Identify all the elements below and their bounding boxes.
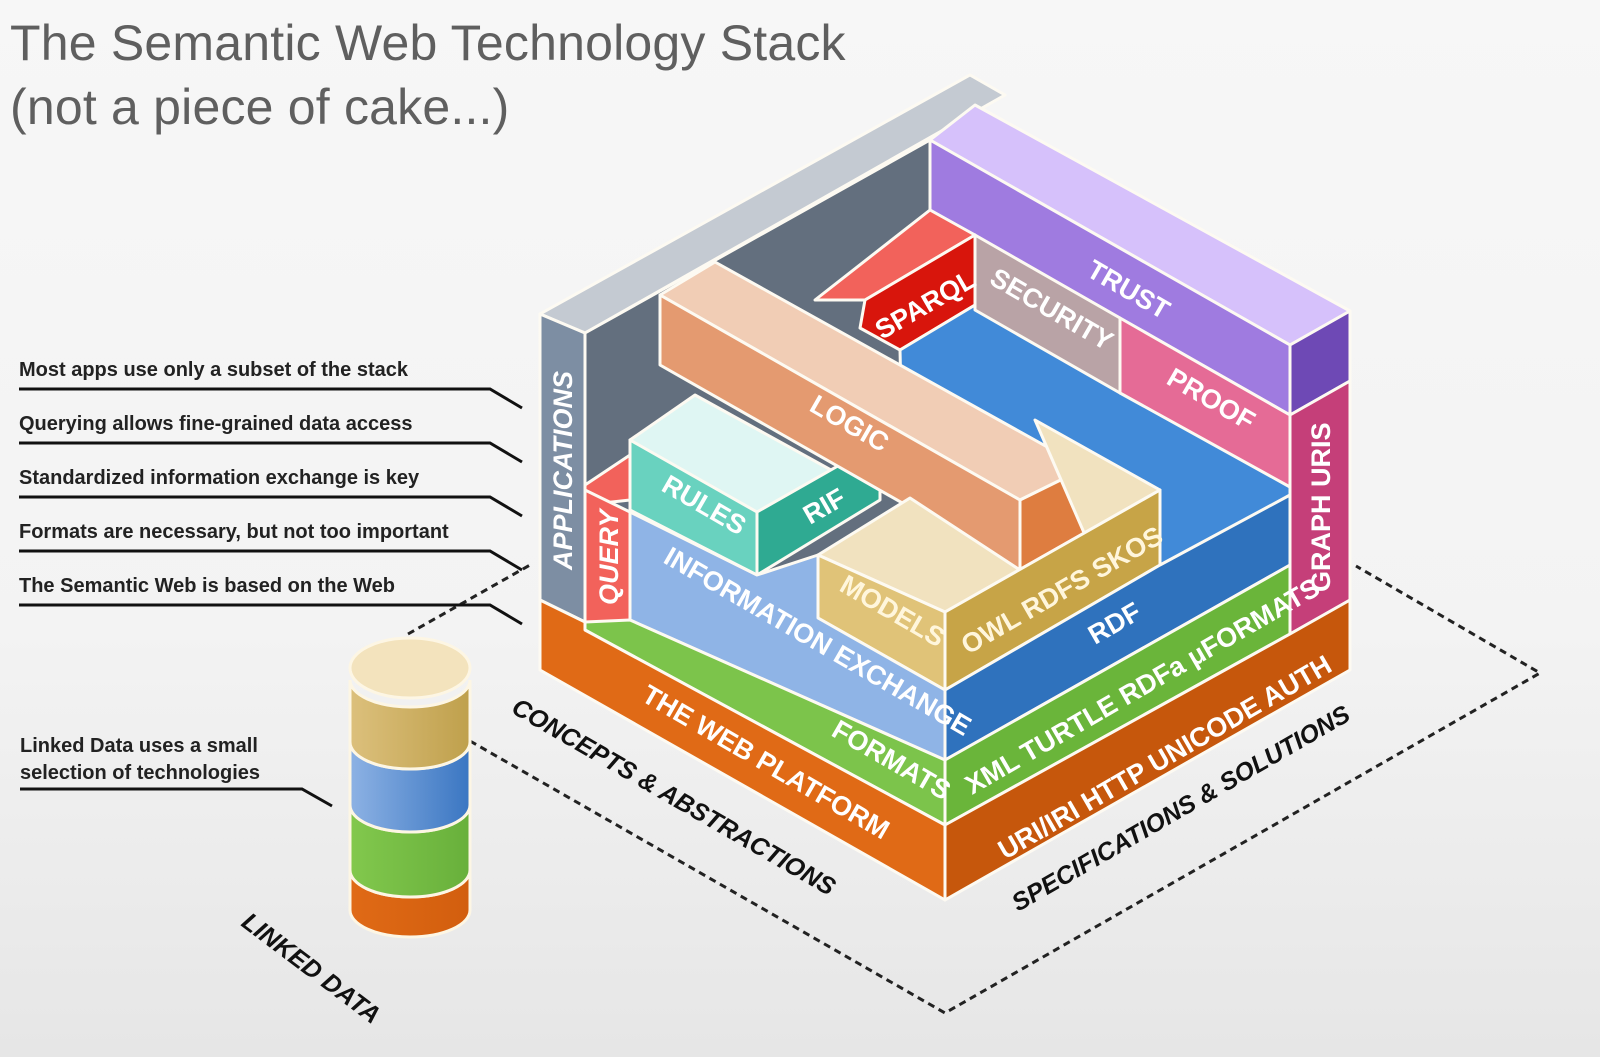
- annotation-callout-line: [19, 441, 523, 464]
- title-line-1: The Semantic Web Technology Stack: [10, 15, 846, 71]
- linked-data-note-line-1: Linked Data uses a small: [20, 735, 258, 757]
- annotation-callout-line: [19, 549, 523, 572]
- annotation-text: Querying allows fine-grained data access: [19, 413, 412, 435]
- linked-data-cylinder: [348, 636, 472, 939]
- annotation-callout-line: [19, 495, 523, 518]
- annotation-callout-line: [19, 387, 523, 410]
- ground-outline-left-back: [407, 563, 531, 636]
- annotation-text: Formats are necessary, but not too impor…: [19, 521, 449, 543]
- ground-outline-front: [469, 564, 1544, 1015]
- annotation-text: The Semantic Web is based on the Web: [19, 575, 395, 597]
- label-query: QUERY: [594, 506, 624, 605]
- title-line-2: (not a piece of cake...): [10, 79, 510, 135]
- annotation-callout-line: [19, 603, 523, 626]
- web-specs-face: [943, 598, 1352, 902]
- cylinder-segment-models: [348, 679, 472, 771]
- label-graph-uris: GRAPH URIS: [1306, 422, 1336, 592]
- annotation-text: Standardized information exchange is key: [19, 467, 420, 489]
- linked-data-note-line-2: selection of technologies: [20, 762, 260, 784]
- cylinder-top: [348, 636, 472, 700]
- annotation-text: Most apps use only a subset of the stack: [19, 359, 409, 381]
- annotation-list: Most apps use only a subset of the stack…: [19, 359, 523, 626]
- label-applications: APPLICATIONS: [548, 371, 578, 571]
- ground-outline: [407, 563, 1544, 1015]
- linked-data-callout-line: [20, 787, 333, 808]
